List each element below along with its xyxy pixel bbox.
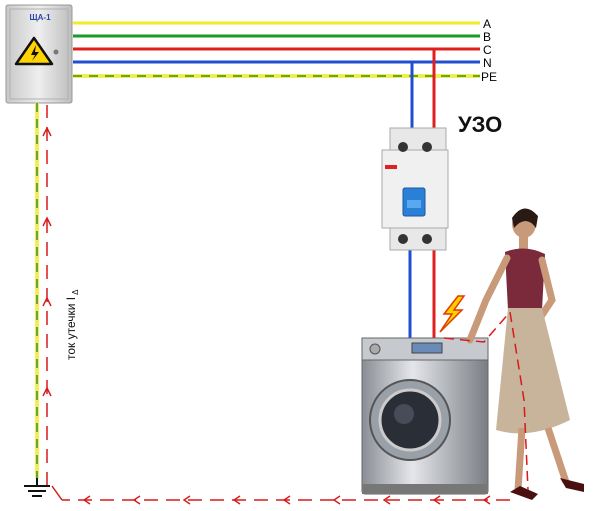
- ground-icon: [24, 478, 50, 497]
- lock-icon: [53, 49, 59, 55]
- woman-figure: [466, 208, 584, 500]
- high-voltage-warning-icon: [14, 36, 54, 66]
- leakage-subscript: Δ: [71, 289, 80, 295]
- line-label-n: N: [483, 56, 492, 70]
- leakage-label: ток утечки I Δ: [64, 289, 80, 360]
- line-label-a: A: [483, 17, 491, 31]
- rcd-label: УЗО: [458, 112, 502, 137]
- line-label-c: C: [483, 43, 492, 57]
- line-label-pe: PE: [481, 70, 497, 84]
- leakage-label-text: ток утечки I: [64, 297, 78, 360]
- distribution-panel: ЩА-1: [5, 4, 73, 104]
- rcd-device: УЗО: [381, 112, 502, 251]
- washing-machine: [361, 337, 489, 495]
- leakage-path-up: [42, 105, 52, 486]
- bus-lines: A B C N PE: [73, 17, 497, 84]
- feed-wires: [408, 49, 436, 345]
- leakage-path-ground: [51, 485, 510, 505]
- line-label-b: B: [483, 30, 491, 44]
- svg-text:ток утечки IΔ: ток утечки I Δ: [64, 289, 80, 360]
- leakage-path-body: [443, 310, 529, 491]
- panel-label: ЩА-1: [29, 13, 51, 22]
- spark-icon: [439, 295, 466, 333]
